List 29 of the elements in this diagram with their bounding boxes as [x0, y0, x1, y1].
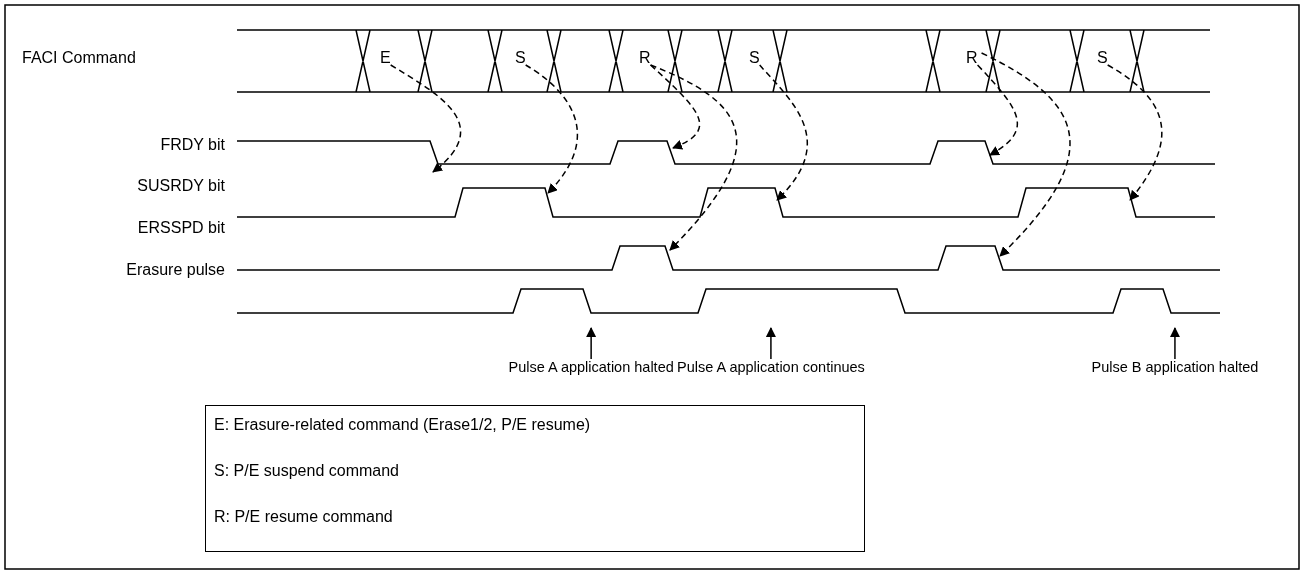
dashed-arrow [649, 64, 701, 149]
signal-name: FRDY bit [160, 136, 225, 154]
signal-name: FACI Command [22, 49, 136, 67]
dashed-arrow [758, 64, 808, 201]
key-entry: R: P/E resume command [214, 508, 393, 526]
signal-name: SUSRDY bit [137, 177, 225, 195]
dashed-arrow [389, 64, 462, 173]
command-letter: S [515, 49, 526, 67]
command-letter: S [749, 49, 760, 67]
leader-line [586, 327, 597, 360]
dashed-arrow [1106, 64, 1163, 201]
command-letter: R [639, 49, 651, 67]
key-entry: S: P/E suspend command [214, 462, 399, 480]
dashed-arrow [976, 64, 1019, 156]
dashed-arrow [649, 64, 738, 251]
key-box [205, 405, 865, 552]
dashed-arrow [980, 52, 1071, 257]
signal-name: ERSSPD bit [137, 219, 225, 237]
leader-line [765, 327, 776, 360]
command-letter: R [966, 49, 978, 67]
command-letter: S [1097, 49, 1108, 67]
annotation-text: Pulse B application halted [1091, 359, 1259, 376]
key-entry: E: Erasure-related command (Erase1/2, P/E resume) [214, 416, 591, 434]
leader-line [1169, 327, 1180, 360]
signal-name: Erasure pulse [126, 261, 225, 279]
annotation-text: Pulse A application halted [508, 359, 674, 376]
dashed-arrow [524, 64, 579, 194]
annotation-text: Pulse A application continues [677, 359, 865, 376]
command-letter: E [380, 49, 391, 67]
